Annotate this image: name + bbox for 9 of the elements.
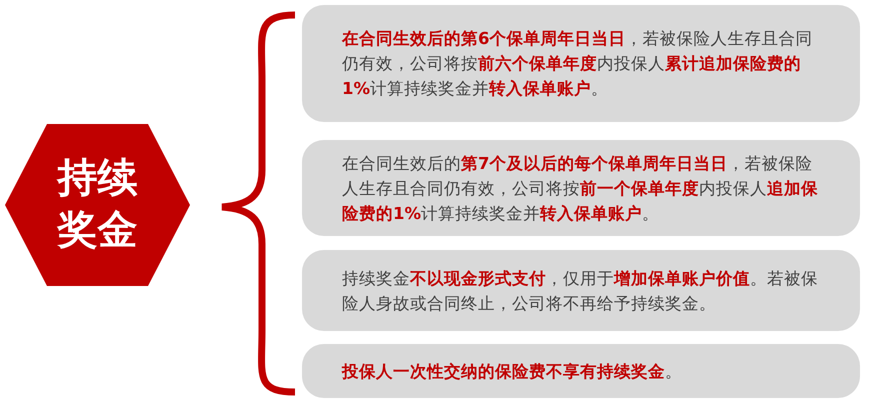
rule-panel (302, 344, 860, 398)
rule-panel (302, 140, 860, 236)
badge-title: 持续奖金 (56, 154, 138, 255)
rule-text: 投保人一次性交纳的保险费不享有持续奖金。 (342, 360, 682, 382)
rule-text: 在合同生效后的第7个及以后的每个保单周年日当日，若被保险人生存且合同仍有效，公司将按前一个保单年度内投保人追加保险费的1%计算持续奖金并转入保单账户。 (342, 152, 819, 224)
rule-panel (302, 250, 860, 331)
rule-panel (302, 5, 860, 122)
rule-text: 在合同生效后的第6个保单周年日当日，若被保险人生存且合同仍有效，公司将按前六个保单年度内投保人累计追加保险费的1%计算持续奖金并转入保单账户。 (342, 28, 814, 100)
rule-text: 持续奖金不以现金形式支付，仅用于增加保单账户价值。若被保险人身故或合同终止，公司将不再给予持续奖金。 (342, 268, 819, 314)
